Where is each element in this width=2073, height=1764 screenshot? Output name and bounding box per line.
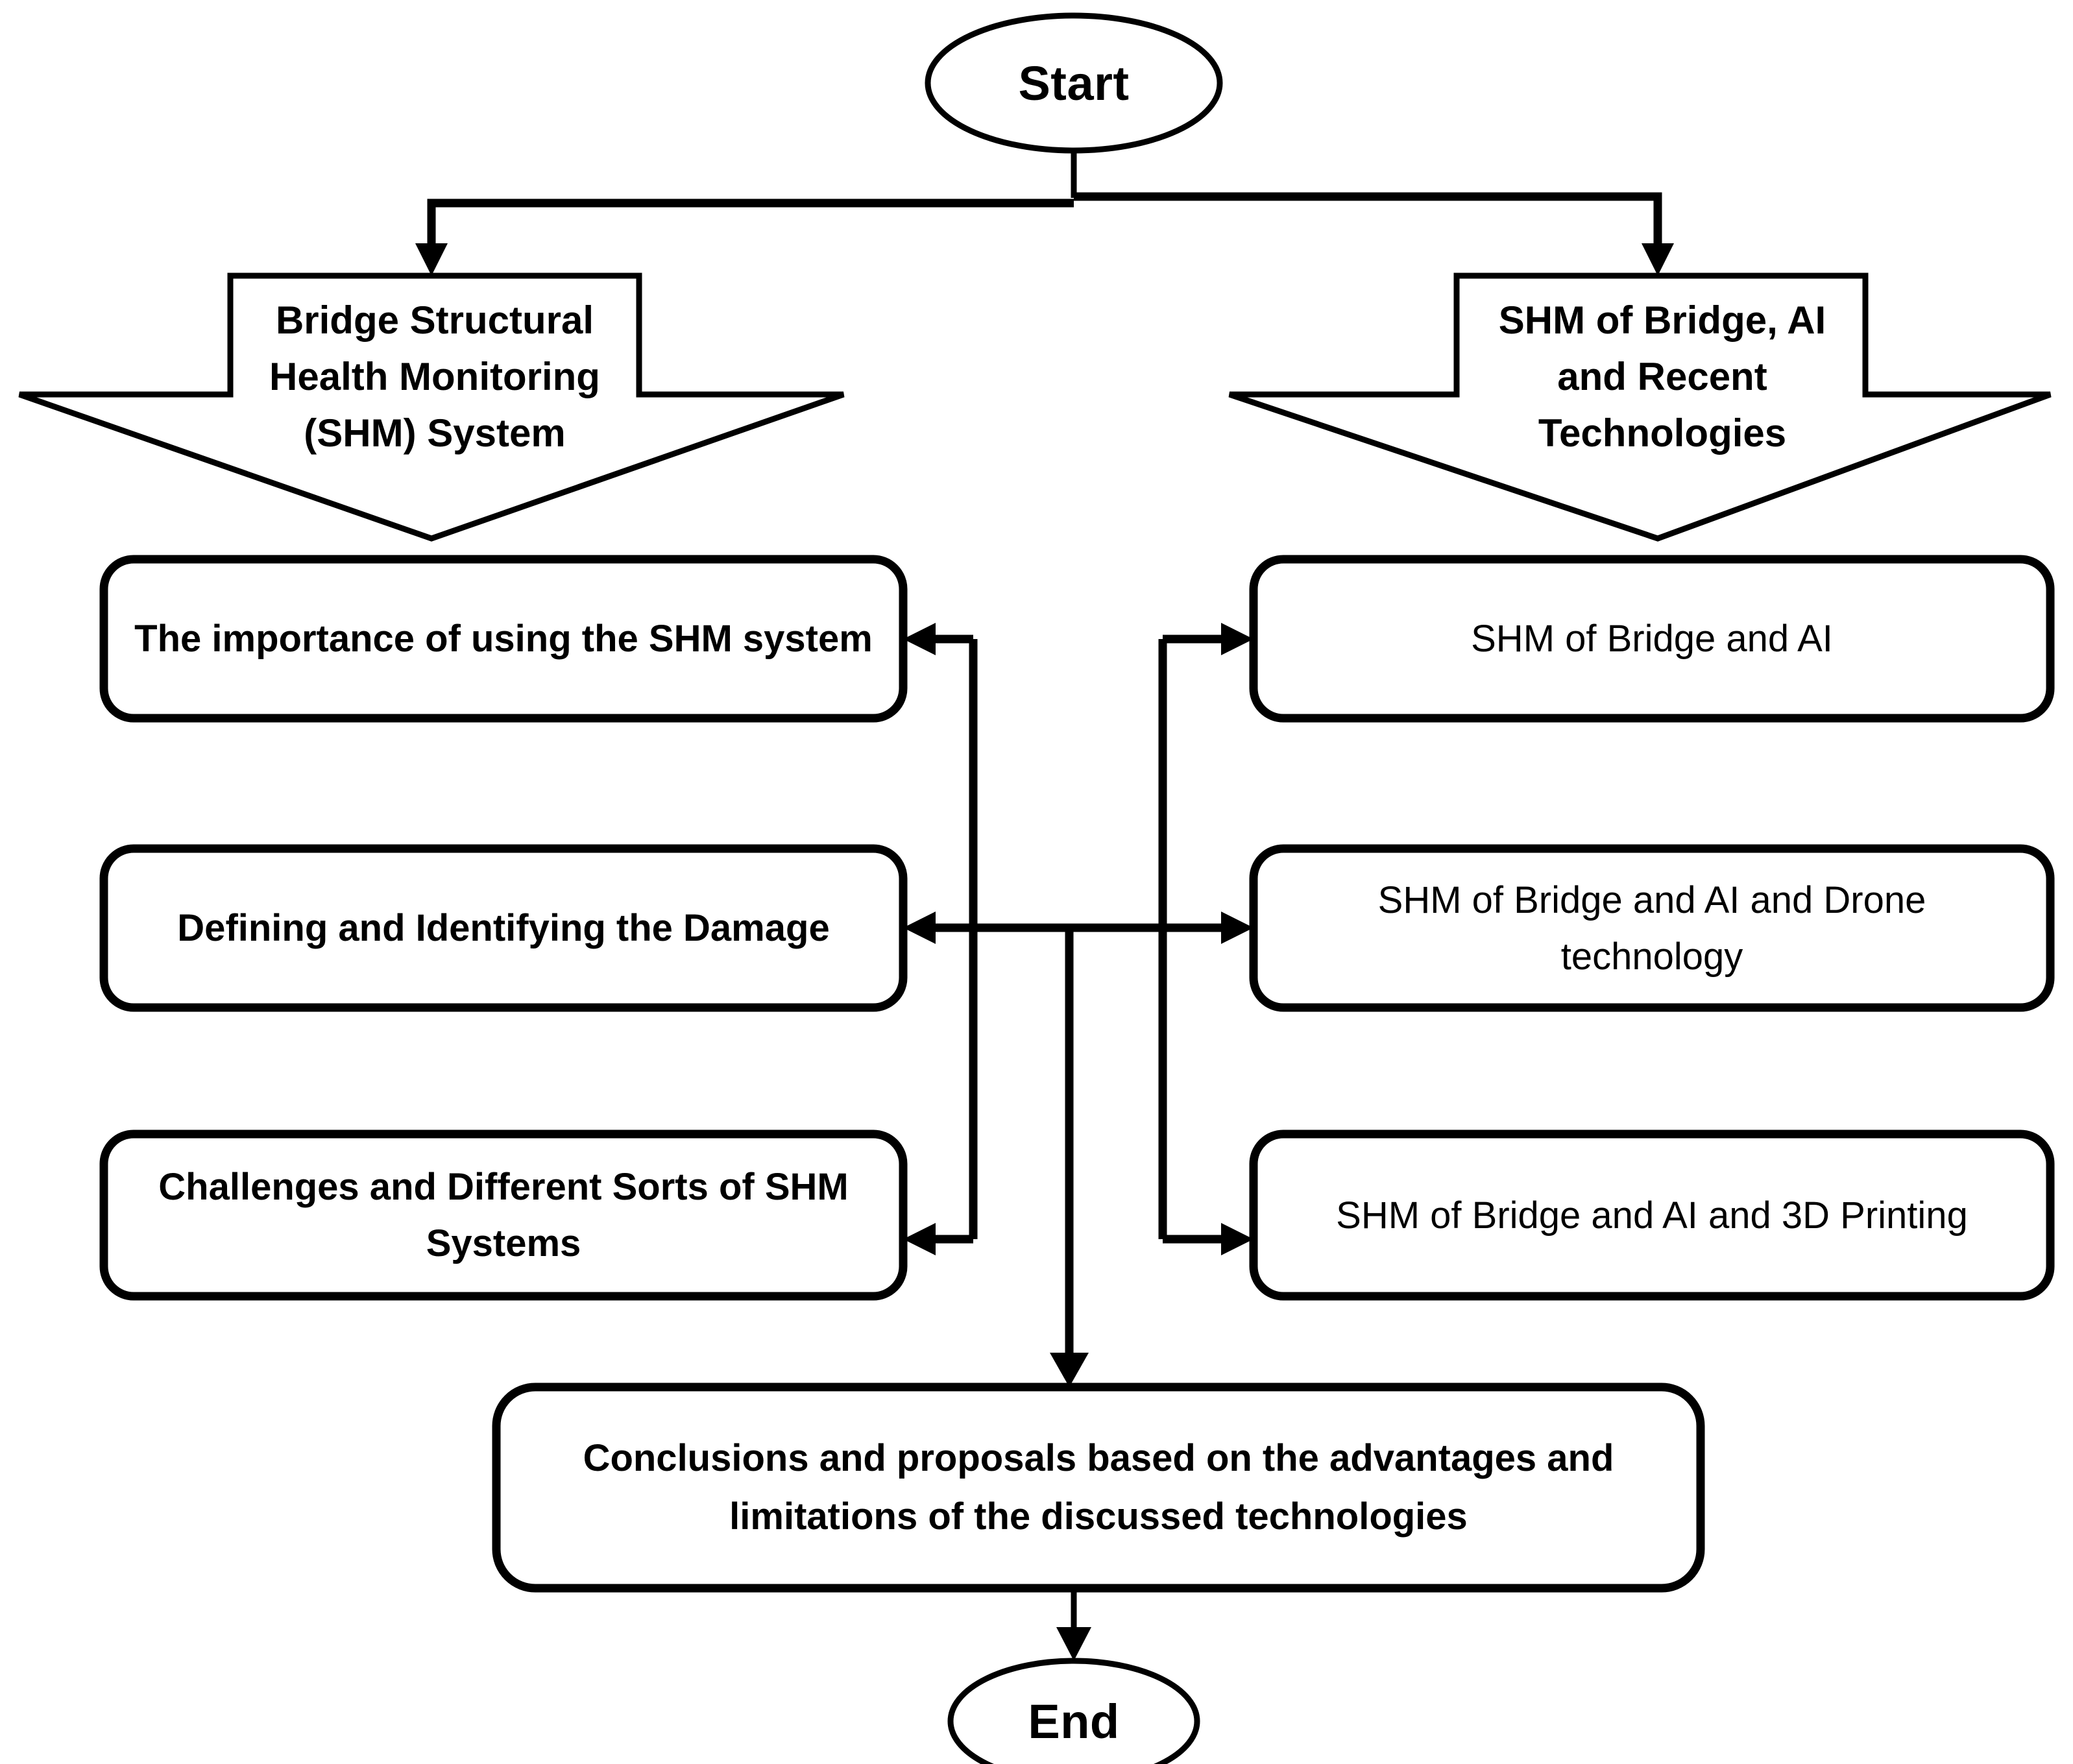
start-to-right-branch-arrowhead — [1642, 243, 1674, 276]
right-spine-to-right-2-arrowhead — [1221, 912, 1254, 944]
center-spine-to-conclusion-arrowhead — [1050, 1353, 1089, 1387]
left-process-box-1-shape[interactable] — [99, 555, 908, 723]
right-process-box-2-shape[interactable] — [1249, 844, 2055, 1012]
right-process-box-3-shape[interactable] — [1249, 1130, 2055, 1301]
left-process-box-2-shape[interactable] — [99, 844, 908, 1012]
left-branch-arrow-shape[interactable] — [18, 272, 845, 542]
left-spine-to-left-2-arrowhead — [903, 912, 936, 944]
right-process-box-1-shape[interactable] — [1249, 555, 2055, 723]
right-spine-to-right-3-arrowhead — [1221, 1223, 1254, 1255]
conclusion-to-end-arrowhead — [1056, 1627, 1091, 1661]
left-spine-to-left-1-arrowhead — [903, 623, 936, 655]
left-spine-to-left-3-arrowhead — [903, 1223, 936, 1255]
start-to-right-branch-connector — [1074, 192, 1662, 256]
start-terminal-shape[interactable] — [925, 12, 1223, 154]
right-branch-arrow-shape[interactable] — [1228, 272, 2052, 542]
conclusion-box-shape[interactable] — [492, 1383, 1705, 1593]
left-process-box-3-shape[interactable] — [99, 1130, 908, 1301]
end-terminal-shape[interactable] — [947, 1658, 1200, 1764]
start-to-left-branch-connector — [427, 199, 1074, 256]
start-to-left-branch-arrowhead — [415, 243, 448, 276]
right-spine-to-right-1-arrowhead — [1221, 623, 1254, 655]
